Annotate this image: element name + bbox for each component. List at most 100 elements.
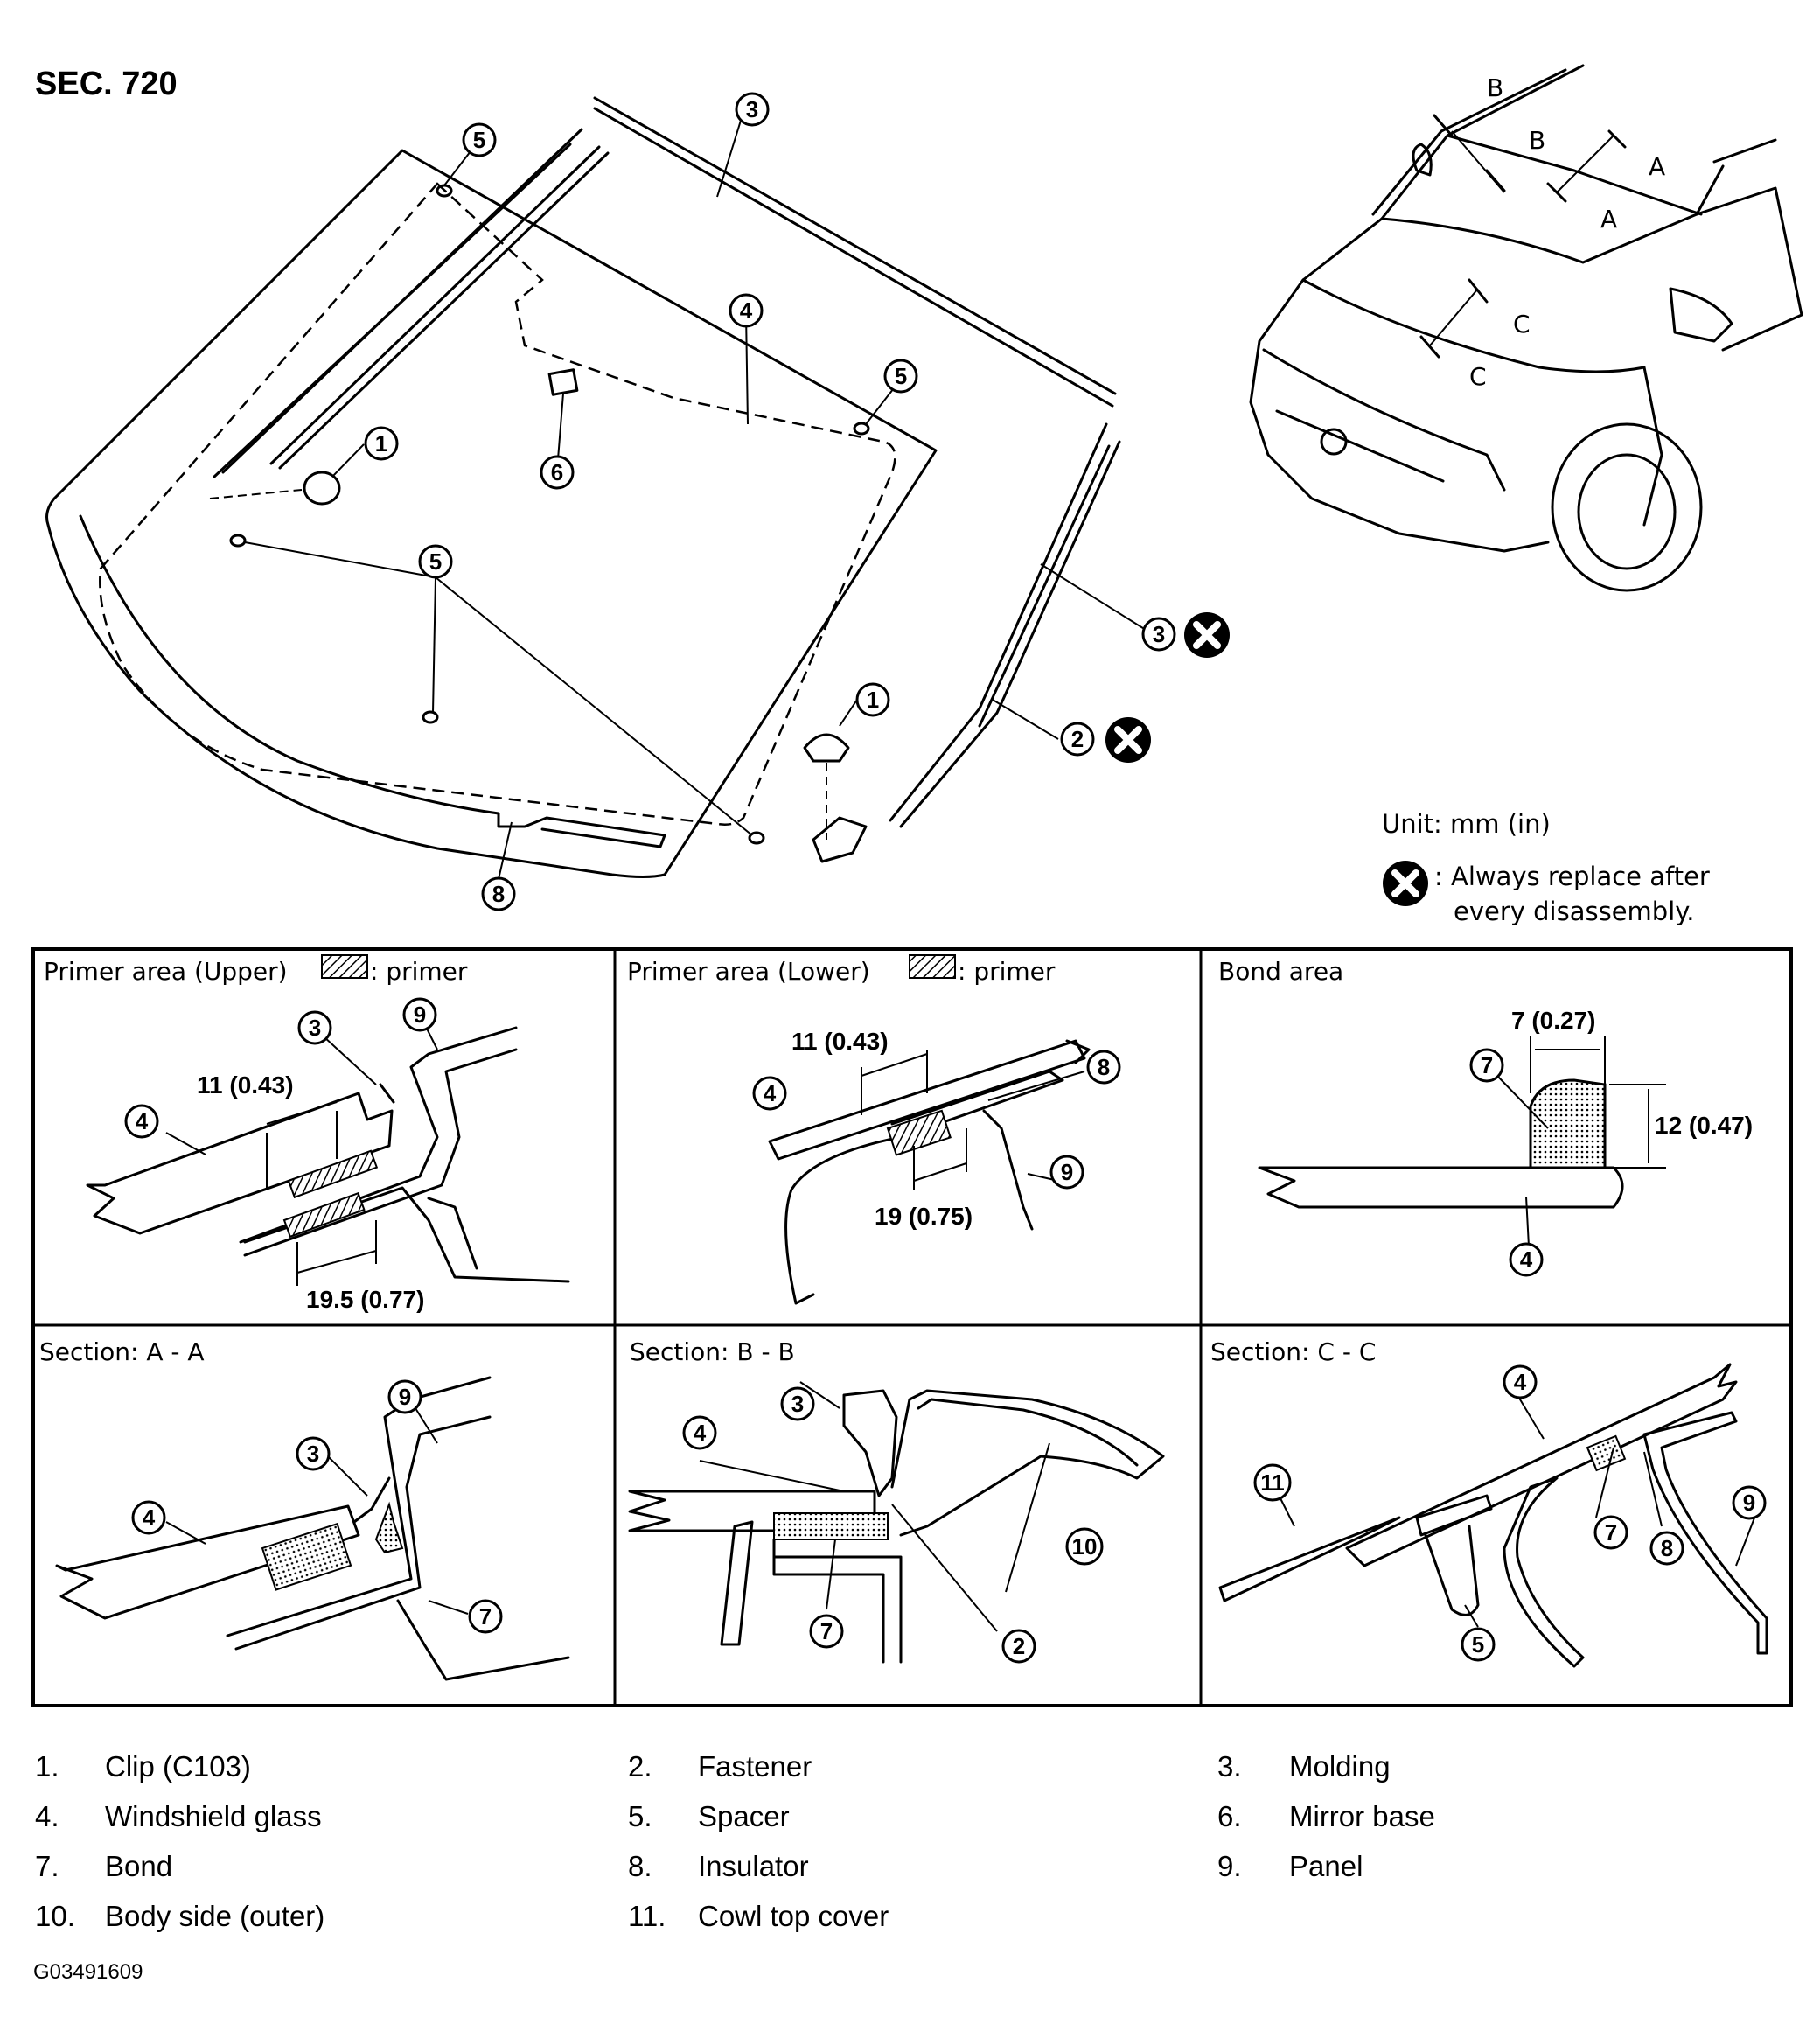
section-mark-b [1433,114,1506,192]
primer-swatch-lower [909,954,956,979]
callout-4-pu: 4 [124,1104,159,1139]
callout-4-bond: 4 [1509,1242,1544,1277]
svg-text:5: 5 [1472,1631,1484,1658]
callout-3-right: 3 [1141,617,1176,652]
svg-text:2: 2 [1071,726,1084,752]
callout-7-bond: 7 [1469,1048,1504,1083]
svg-text:11: 11 [1260,1469,1285,1496]
svg-text:10: 10 [1072,1533,1098,1560]
legend-num: 9. [1217,1850,1242,1882]
legend-num: 3. [1217,1750,1242,1783]
legend-desc: Clip (C103) [105,1750,251,1783]
bond-area-title: Bond area [1218,957,1343,986]
callout-11-c: 11 [1253,1463,1292,1502]
callout-8-pl: 8 [1086,1050,1121,1085]
svg-text:3: 3 [309,1015,321,1041]
marker-a-top: A [1649,152,1665,181]
svg-text:8: 8 [1661,1535,1673,1561]
callout-4-c: 4 [1503,1364,1538,1399]
figure-code: G03491609 [33,1960,143,1984]
primer-swatch-upper [321,954,368,979]
callout-7-b: 7 [809,1614,844,1649]
svg-text:4: 4 [136,1108,149,1134]
upper-molding [593,96,1117,395]
legend-num: 6. [1217,1800,1242,1832]
legend-desc: Panel [1289,1850,1363,1882]
legend-num: 8. [628,1850,652,1882]
panel-primer-upper: Primer area (Upper) : primer 11 (0.43) 1… [44,954,570,1313]
svg-text:4: 4 [143,1504,156,1531]
replace-note-line1: : Always replace after [1434,862,1710,891]
callout-9-a: 9 [387,1379,422,1414]
callout-10-b: 10 [1065,1527,1104,1566]
callout-9-pl: 9 [1049,1155,1084,1190]
section-mark-c [1419,278,1489,359]
svg-text:9: 9 [1743,1490,1755,1516]
svg-text:1: 1 [375,430,387,457]
section-b-title: Section: B - B [630,1337,795,1366]
callout-9-c: 9 [1732,1485,1767,1520]
svg-text:3: 3 [746,96,758,122]
bond-dim-height: 12 (0.47) [1655,1112,1753,1139]
replace-note-line2: every disassembly. [1454,897,1695,926]
callout-7-a: 7 [468,1599,503,1634]
svg-text:9: 9 [399,1384,411,1410]
panel-primer-lower: Primer area (Lower) : primer 11 (0.43) 1… [627,954,1121,1305]
svg-text:4: 4 [764,1080,777,1106]
marker-c-bottom: C [1469,362,1487,391]
legend-desc: Cowl top cover [698,1900,889,1932]
panel-bond-area: Bond area 7 (0.27) 12 (0.47) 7 4 [1218,957,1753,1277]
callout-3-a: 3 [296,1436,331,1471]
mirror-base [547,368,579,396]
callout-5-left: 5 [418,544,453,579]
legend-num: 5. [628,1800,652,1832]
svg-text:8: 8 [492,881,505,907]
primer-lower-dim1: 11 (0.43) [791,1028,889,1055]
unit-label: Unit: mm (in) [1382,809,1551,839]
legend-num: 2. [628,1750,652,1783]
callout-1-right: 1 [855,682,890,717]
svg-text:4: 4 [1514,1369,1527,1395]
right-molding [889,422,1108,822]
section-title: SEC. 720 [35,66,178,102]
clip-left [303,471,341,506]
section-grid [31,947,1793,1707]
clip-right [803,733,850,763]
svg-text:4: 4 [694,1420,707,1446]
legend-num: 4. [35,1800,59,1832]
legend-desc: Fastener [698,1750,812,1783]
callout-4: 4 [729,293,764,328]
callout-1-left: 1 [364,426,399,461]
callout-4-a: 4 [131,1500,166,1535]
primer-upper-dim2: 19.5 (0.77) [306,1286,424,1313]
primer-upper-title: Primer area (Upper) [44,957,288,986]
legend-num: 11. [628,1900,666,1932]
callout-7-c: 7 [1593,1515,1628,1550]
windshield-exploded-view: 5 3 4 5 1 6 5 3 1 2 8 [45,92,1230,911]
callout-3-pu: 3 [297,1010,332,1045]
svg-text:5: 5 [895,363,907,389]
side-mirror [1669,287,1733,343]
svg-text:2: 2 [1013,1633,1025,1659]
windshield-glass-outline [45,149,938,878]
bond-dim-width: 7 (0.27) [1511,1007,1596,1034]
callout-3-b: 3 [780,1386,815,1421]
svg-text:3: 3 [1153,621,1165,647]
legend-num: 10. [35,1900,75,1932]
svg-text:5: 5 [473,127,485,153]
front-wheel [1551,422,1703,592]
callout-4-b: 4 [682,1415,717,1450]
legend-desc: Windshield glass [105,1800,322,1832]
callout-2: 2 [1060,722,1095,757]
callout-9-pu: 9 [402,997,437,1032]
svg-text:7: 7 [479,1603,492,1630]
callout-5-c: 5 [1461,1627,1496,1662]
svg-text:7: 7 [1605,1519,1617,1546]
legend-desc: Mirror base [1289,1800,1435,1832]
svg-text:9: 9 [1061,1159,1073,1185]
ceramic-border-line [99,182,896,826]
insulator-strip [79,514,666,848]
legend-desc: Insulator [698,1850,809,1882]
svg-text:1: 1 [867,687,879,713]
